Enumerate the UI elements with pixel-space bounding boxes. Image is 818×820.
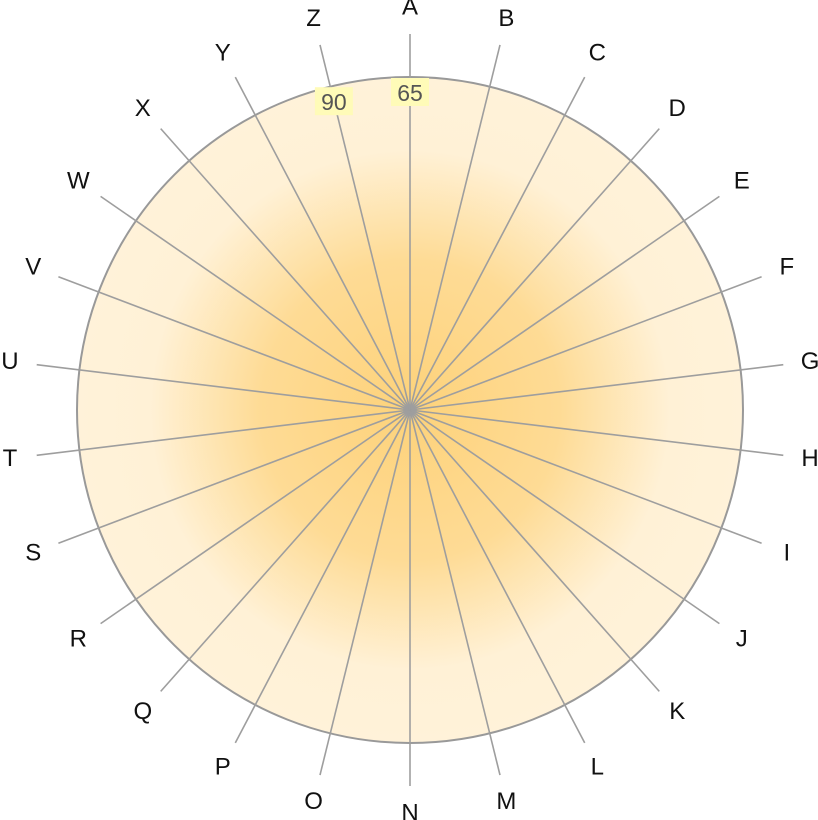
spoke-k bbox=[409, 409, 660, 692]
spoke-label-j: J bbox=[736, 625, 748, 652]
annotation-value: 90 bbox=[321, 89, 347, 115]
spoke-label-a: A bbox=[402, 0, 418, 21]
spoke-f bbox=[409, 275, 762, 411]
spoke-label-r: R bbox=[70, 625, 87, 652]
spoke-p bbox=[234, 409, 411, 744]
spoke-w bbox=[100, 195, 411, 411]
spoke-label-n: N bbox=[401, 800, 418, 820]
spoke-label-k: K bbox=[669, 698, 685, 725]
spoke-d bbox=[409, 128, 660, 411]
spoke-label-o: O bbox=[304, 788, 323, 815]
spoke-u bbox=[36, 363, 411, 411]
spoke-s bbox=[58, 409, 411, 545]
spoke-label-e: E bbox=[734, 168, 750, 195]
spoke-o bbox=[319, 409, 411, 776]
spoke-label-v: V bbox=[25, 254, 41, 281]
spoke-label-h: H bbox=[801, 445, 818, 472]
spoke-label-g: G bbox=[801, 348, 818, 375]
annotations-group: 65 90 bbox=[314, 78, 429, 116]
spoke-label-m: M bbox=[496, 788, 516, 815]
spoke-b bbox=[409, 44, 501, 411]
spoke-t bbox=[36, 409, 411, 457]
spoke-label-l: L bbox=[591, 753, 604, 780]
spoke-x bbox=[160, 128, 411, 411]
spoke-j bbox=[409, 409, 720, 625]
spoke-label-z: Z bbox=[306, 5, 321, 32]
spoke-y bbox=[234, 76, 411, 411]
spoke-label-b: B bbox=[498, 5, 514, 32]
spoke-label-y: Y bbox=[215, 40, 231, 67]
spoke-i bbox=[409, 409, 762, 545]
spoke-h bbox=[409, 409, 784, 457]
spoke-label-s: S bbox=[25, 539, 41, 566]
annotation-bg bbox=[314, 87, 353, 116]
spoke-label-u: U bbox=[1, 348, 18, 375]
spoke-c bbox=[409, 76, 586, 411]
spoke-label-p: P bbox=[215, 753, 231, 780]
spoke-label-i: I bbox=[783, 539, 790, 566]
spoke-label-c: C bbox=[589, 40, 606, 67]
spoke-label-w: W bbox=[67, 168, 90, 195]
spoke-label-t: T bbox=[3, 445, 18, 472]
spoke-e bbox=[409, 195, 720, 411]
annotation-value: 65 bbox=[397, 80, 423, 106]
annotation-a: 65 bbox=[391, 78, 429, 106]
spoke-v bbox=[58, 275, 411, 411]
annotation-bg bbox=[391, 78, 429, 106]
spoke-g bbox=[409, 363, 784, 411]
spoke-label-f: F bbox=[779, 254, 794, 281]
spoke-l bbox=[409, 409, 586, 744]
spoke-q bbox=[160, 409, 411, 692]
spoke-r bbox=[100, 409, 411, 625]
annotation-z: 90 bbox=[314, 87, 353, 116]
spoke-m bbox=[409, 409, 501, 776]
spoke-label-q: Q bbox=[133, 698, 152, 725]
spoke-label-d: D bbox=[669, 95, 686, 122]
spoke-label-x: X bbox=[135, 95, 151, 122]
